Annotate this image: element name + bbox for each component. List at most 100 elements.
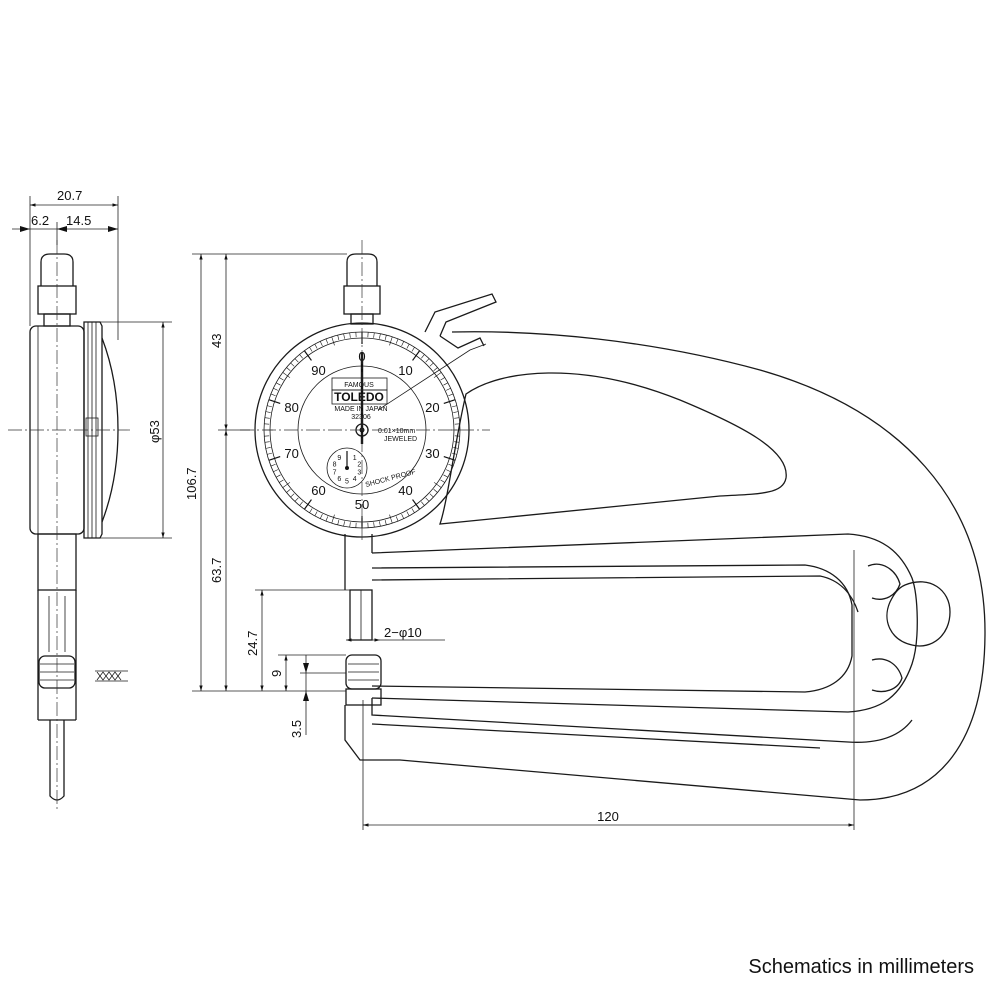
frame-inner-channel (371, 533, 918, 713)
dial-tick (331, 514, 335, 524)
dial-tick (286, 367, 291, 371)
dial-tick (446, 469, 451, 472)
dial-tick (421, 501, 425, 506)
dial-tick (429, 493, 434, 498)
dial-tick (384, 335, 387, 340)
front-view: 0102030405060708090 FAMOUS TOLEDO MADE I… (240, 240, 986, 801)
dial-tick (401, 341, 404, 346)
dial-tick (270, 463, 276, 467)
dial-tick (401, 514, 404, 519)
dial-tick (440, 377, 445, 381)
dial-tick (443, 474, 449, 478)
dial-tick (267, 405, 272, 408)
dial-tick (448, 393, 454, 397)
dial-tick (395, 516, 399, 522)
dial-tick (268, 399, 281, 404)
counter-dial-number: 8 (333, 461, 337, 468)
frame-outline (344, 331, 986, 801)
dim-side-left: 6.2 (31, 213, 49, 228)
surface-finish-icon (95, 670, 128, 682)
dial-tick (379, 333, 381, 339)
dial-tick (265, 447, 271, 449)
dial-tick (267, 452, 272, 455)
dial-tick (325, 516, 329, 522)
dial-tick (337, 335, 340, 340)
dim-side-width: 20.7 (57, 188, 82, 203)
dial-scale-number: 10 (398, 363, 412, 378)
dial-scale-number: 90 (311, 363, 325, 378)
dial-tick (264, 417, 270, 419)
dial-tick (443, 382, 449, 386)
dial-tick (273, 388, 278, 391)
dial-tick (443, 399, 456, 404)
counter-dial-number: 3 (357, 470, 361, 477)
dial-tick (395, 338, 399, 344)
dial-tick (446, 388, 451, 391)
dial-tick (429, 362, 434, 367)
dial-tick (412, 499, 421, 510)
dial-tick (389, 336, 393, 346)
dial-tick (294, 497, 299, 502)
dial-tick (279, 377, 284, 381)
dial-tick (379, 521, 381, 527)
dial-tick (343, 521, 345, 527)
dial-tick (275, 474, 281, 478)
dial-tick (314, 343, 318, 349)
counter-dial-number: 5 (345, 479, 349, 486)
dial-tick (406, 511, 410, 517)
dial-scale-number: 30 (425, 446, 439, 461)
lift-lever (424, 293, 497, 337)
dial-brand-name: TOLEDO (334, 390, 384, 404)
dial-tick (303, 350, 312, 361)
dial-tick (325, 338, 329, 344)
dim-lower-height: 63.7 (209, 558, 224, 583)
dial-tick (270, 393, 276, 397)
dial-resolution: 0.01×10mm (378, 428, 415, 435)
dial-tick (433, 372, 442, 378)
dial-tick (448, 463, 454, 467)
dim-anvil-diameter: 2−φ10 (384, 625, 422, 640)
dial-tick (268, 456, 281, 461)
dial-tick (425, 497, 430, 502)
dim-side-right: 14.5 (66, 213, 91, 228)
dial-tick (286, 489, 291, 493)
dial-scale-number: 20 (425, 400, 439, 415)
counter-dial-number: 2 (357, 461, 361, 468)
dial-tick (373, 332, 375, 338)
dial-tick (433, 489, 438, 493)
dial-scale-number: 80 (284, 400, 298, 415)
dim-anvil-height: 24.7 (245, 631, 260, 656)
counter-dial-number: 6 (337, 476, 341, 483)
dial-tick (337, 520, 340, 525)
dial-tick (406, 343, 410, 349)
dial-tick (411, 508, 415, 513)
side-dimensions: 20.7 6.2 14.5 φ53 (12, 188, 172, 539)
counter-dial (326, 447, 368, 489)
dial-brand-top: FAMOUS (344, 382, 374, 389)
dial-tick (425, 358, 430, 363)
dial-tick (373, 522, 375, 528)
dial-tick (349, 522, 351, 528)
dial-tick (343, 333, 345, 339)
dial-tick (264, 441, 270, 443)
dial-jeweled: JEWELED (384, 436, 417, 443)
dial-tick (309, 508, 313, 513)
dial-tick (453, 447, 459, 449)
dial-tick (411, 347, 415, 352)
dial-tick (273, 469, 278, 472)
counter-dial-number: 1 (353, 455, 357, 462)
dial-tick (290, 362, 295, 367)
dial-tick (389, 514, 393, 524)
dial-tick (421, 354, 425, 359)
dial-scale-number: 40 (398, 483, 412, 498)
frame-relief-holes (886, 581, 951, 647)
dial-tick (440, 479, 445, 483)
dim-throat-depth: 120 (597, 809, 619, 824)
dim-dial-diameter: φ53 (147, 420, 162, 443)
dial-tick (282, 372, 291, 378)
dial-tick (294, 358, 299, 363)
dial-tick (454, 417, 460, 419)
caption: Schematics in millimeters (748, 956, 974, 978)
dial-tick (299, 501, 303, 506)
